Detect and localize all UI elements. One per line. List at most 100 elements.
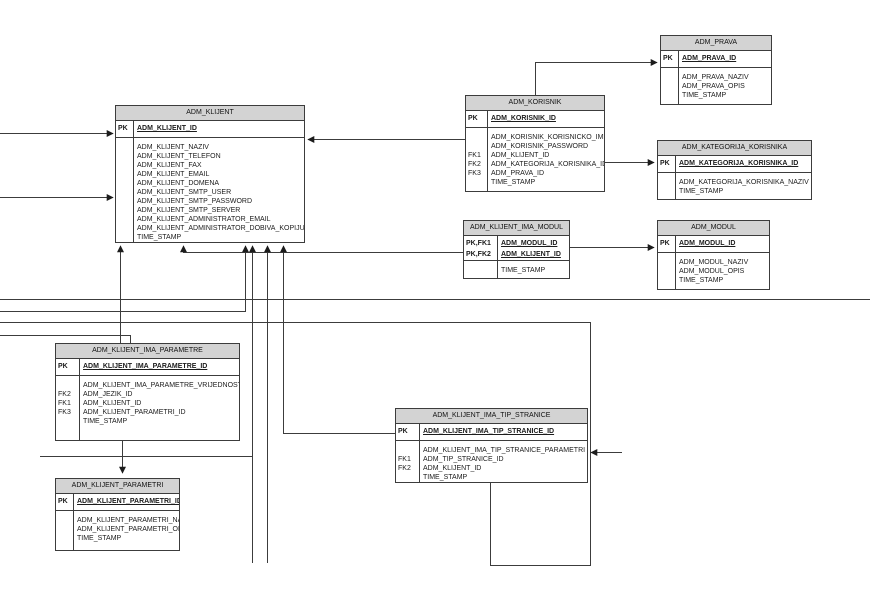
attribute: ADM_KLIJENT_SMTP_USER bbox=[137, 189, 232, 196]
pk-attribute: ADM_KATEGORIJA_KORISNIKA_ID bbox=[679, 160, 799, 167]
attribute: TIME_STAMP bbox=[423, 474, 468, 481]
pk-attribute: ADM_KLIJENT_ID bbox=[137, 125, 197, 132]
entity-title: ADM_PRAVA bbox=[661, 36, 771, 51]
attribute: ADM_KLIJENT_PARAMETRI_OPIS bbox=[77, 526, 179, 533]
pk-attribute: ADM_PRAVA_ID bbox=[682, 55, 737, 62]
pk-tag: PK bbox=[58, 498, 68, 505]
key-cell bbox=[118, 143, 132, 152]
pk-attribute: ADM_KLIJENT_ID bbox=[501, 251, 561, 258]
attribute: ADM_KLIJENT_SMTP_PASSWORD bbox=[137, 198, 253, 205]
attribute: ADM_KLIJENT_FAX bbox=[137, 162, 202, 169]
pk-attribute: ADM_KORISNIK_ID bbox=[491, 115, 556, 122]
rel-korisnik-prava bbox=[535, 59, 658, 95]
pk-tag: PK,FK1 bbox=[466, 240, 491, 247]
entity-adm-modul: ADM_MODUL PK ADM_MODUL_ID ADM_MODUL_NAZI… bbox=[657, 220, 770, 290]
key-cell bbox=[663, 73, 677, 82]
attribute: TIME_STAMP bbox=[83, 418, 128, 425]
key-cell bbox=[118, 161, 132, 170]
entity-title: ADM_KLIJENT bbox=[116, 106, 304, 121]
attribute: ADM_TIP_STRANICE_ID bbox=[423, 456, 504, 463]
attribute: ADM_PRAVA_OPIS bbox=[682, 83, 745, 90]
entity-adm-klijent-parametri: ADM_KLIJENT_PARAMETRI PK ADM_KLIJENT_PAR… bbox=[55, 478, 180, 551]
pk-attribute: ADM_KLIJENT_IMA_PARAMETRE_ID bbox=[83, 363, 208, 370]
pk-tag: PK bbox=[660, 160, 670, 167]
key-cell bbox=[468, 178, 486, 187]
key-cell bbox=[660, 187, 674, 196]
attribute: ADM_PRAVA_NAZIV bbox=[682, 74, 749, 81]
key-cell bbox=[663, 91, 677, 100]
key-cell bbox=[398, 446, 418, 455]
entity-adm-klijent: ADM_KLIJENT PK ADM_KLIJENT_ID ADM_KLIJEN… bbox=[115, 105, 305, 243]
attribute: TIME_STAMP bbox=[501, 267, 546, 274]
key-cell bbox=[118, 170, 132, 179]
attribute: ADM_KLIJENT_ID bbox=[83, 400, 142, 407]
attribute: ADM_KLIJENT_ADMINISTRATOR_EMAIL bbox=[137, 216, 271, 223]
key-cell bbox=[118, 224, 132, 233]
attribute: ADM_KORISNIK_PASSWORD bbox=[491, 143, 589, 150]
pk-tag: PK bbox=[398, 428, 408, 435]
key-cell bbox=[118, 206, 132, 215]
pk-tag: PK,FK2 bbox=[466, 251, 491, 258]
key-cell bbox=[468, 142, 486, 151]
key-cell bbox=[468, 133, 486, 142]
key-cell bbox=[118, 197, 132, 206]
attribute: ADM_KLIJENT_IMA_PARAMETRE_VRIJEDNOST bbox=[83, 382, 239, 389]
attribute: TIME_STAMP bbox=[682, 92, 727, 99]
entity-title: ADM_KATEGORIJA_KORISNIKA bbox=[658, 141, 811, 156]
entity-adm-korisnik: ADM_KORISNIK PK ADM_KORISNIK_ID FK1 FK2 … bbox=[465, 95, 605, 192]
key-cell bbox=[58, 417, 78, 426]
key-cell bbox=[398, 473, 418, 482]
attribute: ADM_MODUL_OPIS bbox=[679, 268, 745, 275]
entity-title: ADM_KLIJENT_PARAMETRI bbox=[56, 479, 179, 494]
entity-title: ADM_MODUL bbox=[658, 221, 769, 236]
attribute: ADM_KLIJENT_EMAIL bbox=[137, 171, 210, 178]
rel-imamodul-klijent bbox=[180, 245, 463, 253]
attribute: ADM_KLIJENT_ADMINISTRATOR_DOBIVA_KOPIJU bbox=[137, 225, 304, 232]
attribute: TIME_STAMP bbox=[679, 277, 724, 284]
entity-adm-kategorija-korisnika: ADM_KATEGORIJA_KORISNIKA PK ADM_KATEGORI… bbox=[657, 140, 812, 200]
attribute: ADM_KLIJENT_DOMENA bbox=[137, 180, 220, 187]
attribute: ADM_MODUL_NAZIV bbox=[679, 259, 749, 266]
attribute: TIME_STAMP bbox=[77, 535, 122, 542]
pk-attribute: ADM_KLIJENT_PARAMETRI_ID bbox=[77, 498, 179, 505]
rel-routed-imatipstranice bbox=[0, 322, 591, 566]
attribute: ADM_KLIJENT_TELEFON bbox=[137, 153, 221, 160]
pk-tag: PK bbox=[468, 115, 478, 122]
entity-adm-klijent-ima-modul: ADM_KLIJENT_IMA_MODUL PK,FK1 PK,FK2 ADM_… bbox=[463, 220, 570, 279]
key-cell bbox=[660, 276, 674, 285]
key-cell bbox=[118, 215, 132, 224]
pk-tag: PK bbox=[663, 55, 673, 62]
attribute: TIME_STAMP bbox=[137, 234, 182, 241]
pk-tag: PK bbox=[58, 363, 68, 370]
key-cell: FK3 bbox=[468, 170, 481, 177]
attribute: TIME_STAMP bbox=[679, 188, 724, 195]
attribute: TIME_STAMP bbox=[491, 179, 536, 186]
attribute: ADM_KLIJENT_ID bbox=[423, 465, 482, 472]
attribute: ADM_KLIJENT_NAZIV bbox=[137, 144, 209, 151]
key-cell bbox=[466, 266, 496, 275]
key-cell bbox=[58, 534, 72, 543]
attribute: ADM_KLIJENT_PARAMETRI_ID bbox=[83, 409, 186, 416]
pk-attribute: ADM_MODUL_ID bbox=[501, 240, 558, 247]
key-cell: FK1 bbox=[398, 456, 411, 463]
key-cell bbox=[660, 178, 674, 187]
attribute: ADM_KATEGORIJA_KORISNIKA_NAZIV bbox=[679, 179, 809, 186]
key-cell bbox=[118, 233, 132, 242]
attribute: ADM_KLIJENT_SMTP_SERVER bbox=[137, 207, 241, 214]
entity-title: ADM_KLIJENT_IMA_TIP_STRANICE bbox=[396, 409, 587, 424]
attribute: ADM_KORISNIK_KORISNICKO_IME bbox=[491, 134, 604, 141]
key-cell bbox=[663, 82, 677, 91]
key-cell: FK2 bbox=[58, 391, 71, 398]
attribute: ADM_KATEGORIJA_KORISNIKA_ID bbox=[491, 161, 604, 168]
key-cell bbox=[58, 525, 72, 534]
pk-tag: PK bbox=[660, 240, 670, 247]
key-cell bbox=[58, 381, 78, 390]
entity-title: ADM_KLIJENT_IMA_PARAMETRE bbox=[56, 344, 239, 359]
key-cell: FK2 bbox=[398, 465, 411, 472]
entity-adm-klijent-ima-parametre: ADM_KLIJENT_IMA_PARAMETRE PK ADM_KLIJENT… bbox=[55, 343, 240, 441]
entity-adm-klijent-ima-tip-stranice: ADM_KLIJENT_IMA_TIP_STRANICE PK ADM_KLIJ… bbox=[395, 408, 588, 483]
entity-title: ADM_KLIJENT_IMA_MODUL bbox=[464, 221, 569, 236]
attribute: ADM_KLIJENT_IMA_TIP_STRANICE_PARAMETRI bbox=[423, 447, 586, 454]
